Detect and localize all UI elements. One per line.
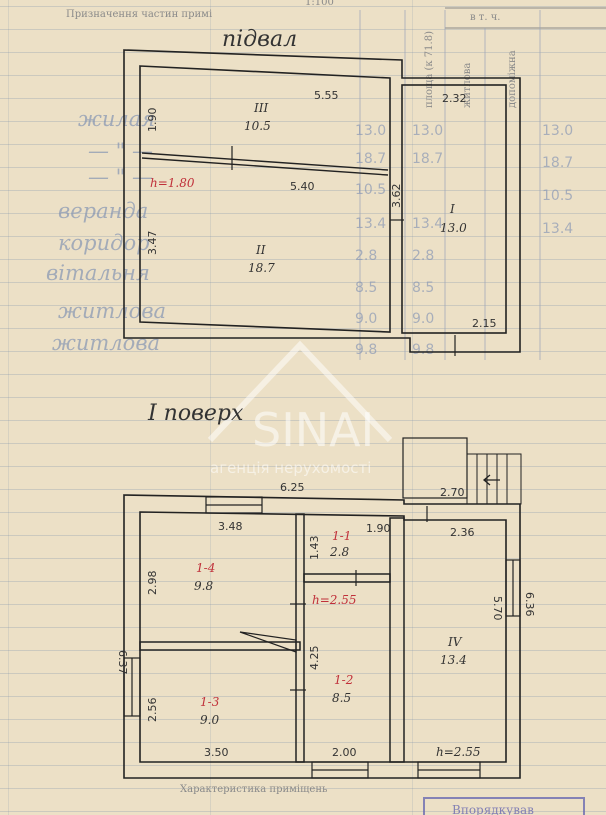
room-label-1-1: 1-1 <box>332 529 351 543</box>
table-cell: 13.0 <box>412 123 443 139</box>
dim-floor-636: 6.36 <box>523 592 536 617</box>
room-area-iii: 10.5 <box>244 119 271 133</box>
dim-basement-362: 3.62 <box>390 184 403 209</box>
stamp-box <box>423 797 585 815</box>
table-cell: 2.8 <box>412 248 434 264</box>
height-label: h=2.55 <box>312 593 357 607</box>
table-cell: 9.0 <box>412 311 434 327</box>
dim-floor-570: 5.70 <box>491 596 504 621</box>
basement-title: підвал <box>222 27 297 52</box>
room-label-iii: III <box>253 101 268 115</box>
dim-basement-347: 3.47 <box>146 231 159 256</box>
basement-partition <box>141 157 389 176</box>
dim-floor-348: 3.48 <box>218 520 243 533</box>
table-cell: 9.8 <box>355 342 377 358</box>
table-word: житлова <box>58 299 166 323</box>
table-cell: 8.5 <box>355 280 377 296</box>
room-area-i: 13.0 <box>440 221 467 235</box>
room-area-iv: 13.4 <box>440 653 467 667</box>
dim-floor-270: 2.70 <box>440 486 465 499</box>
room-area-1-2: 8.5 <box>332 691 351 705</box>
table-cell: 18.7 <box>412 151 443 167</box>
dim-floor-200: 2.00 <box>332 746 357 759</box>
room-label-1-4: 1-4 <box>196 561 215 575</box>
table-cell: 9.8 <box>412 342 434 358</box>
header-top-number: 1:100 <box>305 0 334 8</box>
room-label-iv: IV <box>447 635 463 649</box>
dim-floor-256: 2.56 <box>146 698 159 723</box>
watermark-brand: SINAI <box>252 403 374 457</box>
header-left-text: Призначення частин примі <box>66 9 212 20</box>
table-word: — " — <box>88 139 153 163</box>
basement-room-i-wall <box>401 84 507 334</box>
height-label: h=2.55 <box>436 745 481 759</box>
stamp-text: Впорядкував <box>452 803 534 815</box>
table-word: жилая <box>78 107 155 131</box>
table-word: коридор <box>58 231 150 255</box>
dim-basement-540: 5.40 <box>290 180 315 193</box>
table-cell: 8.5 <box>412 280 434 296</box>
header-right-text: в т. ч. <box>470 12 501 23</box>
table-cell: 13.0 <box>542 123 573 139</box>
room-area-1-3: 9.0 <box>200 713 219 727</box>
table-cell: 10.5 <box>542 188 573 204</box>
table-cell: 10.5 <box>355 182 386 198</box>
room-label-i: I <box>449 202 455 216</box>
watermark-roof-icon <box>207 340 393 443</box>
chimney-stove <box>239 631 297 653</box>
watermark-tagline: агенція нерухомості <box>210 459 371 477</box>
dim-floor-637: 6.37 <box>116 650 129 675</box>
dim-floor-190: 1.90 <box>366 522 391 535</box>
dim-floor-425: 4.25 <box>308 646 321 671</box>
dim-basement-232: 2.32 <box>442 92 467 105</box>
table-word: вітальня <box>46 261 150 285</box>
room-label-1-3: 1-3 <box>200 695 220 709</box>
room-area-1-4: 9.8 <box>194 579 213 593</box>
table-word: житлова <box>52 331 160 355</box>
table-word: — " — <box>88 165 153 189</box>
table-columns <box>359 10 541 360</box>
table-cell: 13.4 <box>355 216 386 232</box>
table-cell: 2.8 <box>355 248 377 264</box>
table-col-header: площа (к 71.8) <box>424 31 435 108</box>
table-cell: 13.0 <box>355 123 386 139</box>
entrance-arrow-icon <box>482 474 500 486</box>
dim-floor-350: 3.50 <box>204 746 229 759</box>
room-area-1-1: 2.8 <box>329 545 349 559</box>
basement-outer-wall <box>123 49 521 353</box>
dim-floor-298: 2.98 <box>146 571 159 596</box>
basement-plan: підвал III 10.5 II 18.7 I 13.0 5.55 2.32… <box>123 27 521 356</box>
basement-height: h=1.80 <box>150 176 195 190</box>
table-cell: 18.7 <box>542 155 573 171</box>
table-cell: 13.4 <box>542 221 573 237</box>
room-label-1-2: 1-2 <box>334 673 353 687</box>
background-table: жилая — " — — " — веранда коридор віталь… <box>46 107 573 358</box>
first-floor-plan: I поверх <box>116 401 536 779</box>
windows <box>123 496 521 779</box>
dim-floor-236: 2.36 <box>450 526 475 539</box>
table-cell: 9.0 <box>355 311 377 327</box>
basement-partition <box>141 152 389 171</box>
interior-walls <box>139 513 405 763</box>
dim-basement-555: 5.55 <box>314 89 339 102</box>
table-cell: 13.4 <box>412 216 443 232</box>
dim-basement-215: 2.15 <box>472 317 497 330</box>
floor-inner-wall <box>139 511 507 763</box>
first-floor-title: I поверх <box>147 401 244 426</box>
dim-floor-143: 1.43 <box>308 536 321 561</box>
room-area-ii: 18.7 <box>248 261 275 275</box>
table-cell: 18.7 <box>355 151 386 167</box>
table-word: веранда <box>58 199 148 223</box>
room-label-ii: II <box>255 243 266 257</box>
table-col-header: допоміжна <box>507 50 518 108</box>
stairs <box>466 453 522 505</box>
watermark: SINAI агенція нерухомості <box>207 340 393 477</box>
floor-outer-wall <box>123 494 521 779</box>
dim-floor-625: 6.25 <box>280 481 305 494</box>
footer-caption: Характеристика приміщень <box>180 784 328 795</box>
basement-inner-wall-west <box>139 65 391 333</box>
dim-basement-190: 1.90 <box>146 108 159 133</box>
